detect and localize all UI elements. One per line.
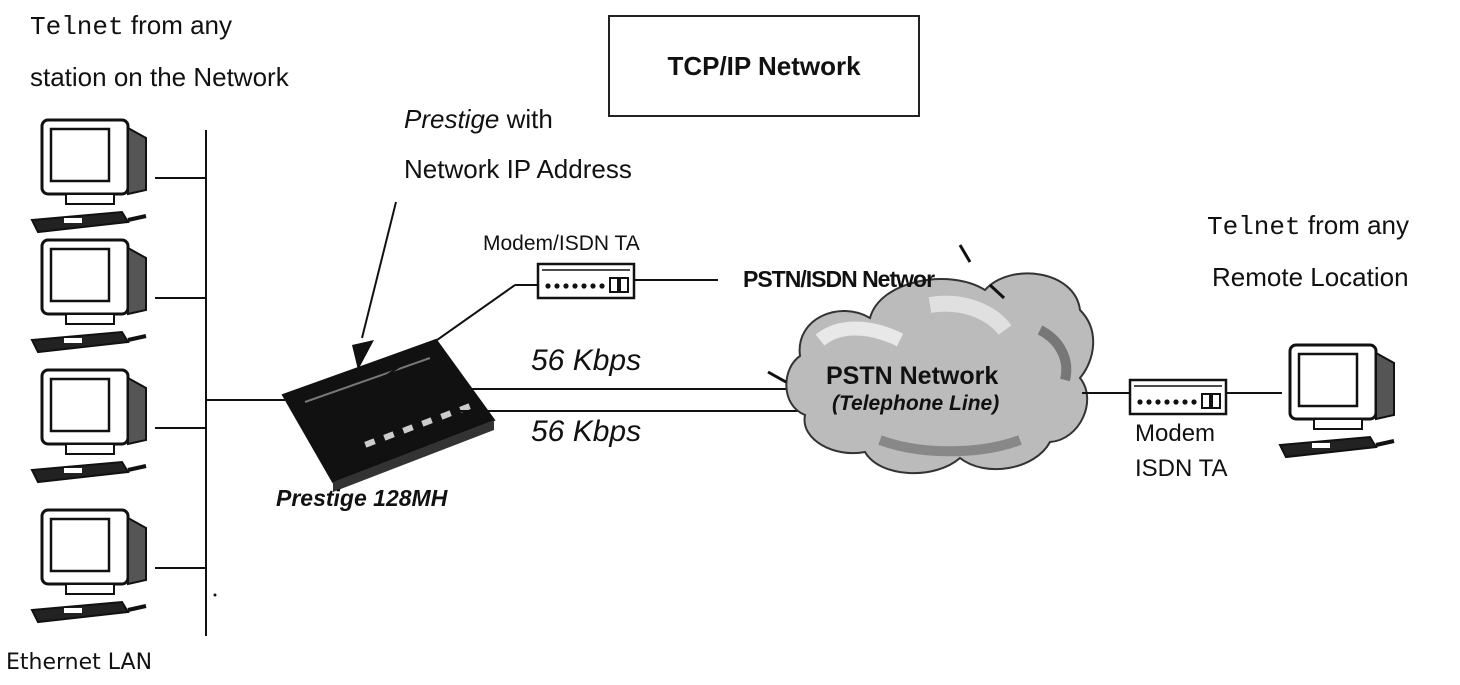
- diagram-title: TCP/IP Network: [667, 50, 861, 81]
- local-telnet-label: Telnet from any: [30, 10, 232, 42]
- remote-telnet-line2: Remote Location: [1212, 262, 1409, 292]
- remote-modem-label: Modem: [1135, 420, 1216, 447]
- lan-pc-3-icon: [30, 368, 148, 484]
- prestige-word: Prestige: [404, 104, 500, 134]
- lan-pc-4-icon: [30, 508, 148, 624]
- remote-telnet-keyword: Telnet: [1207, 212, 1301, 242]
- local-telnet-line2: station on the Network: [30, 62, 289, 92]
- router-icon: [281, 338, 496, 492]
- pstn-cloud-icon: [767, 244, 1095, 475]
- remote-pc-icon: [1278, 343, 1396, 459]
- prestige-note-line2: Network IP Address: [404, 154, 632, 184]
- pointer-arrow-icon: [361, 201, 397, 339]
- remote-telnet-rest: from any: [1300, 210, 1409, 240]
- pstn-network-label: PSTN Network: [826, 362, 999, 390]
- remote-telnet-label: Telnet from any: [1207, 210, 1409, 242]
- lan-label: Ethernet LAN: [6, 650, 153, 675]
- pstn-network-sub: (Telephone Line): [832, 392, 1000, 415]
- modem-isdn-ta-label: Modem/ISDN TA: [483, 232, 640, 255]
- lan-pc-2-icon: [30, 238, 148, 354]
- modem-icon: [536, 262, 636, 300]
- remote-modem-icon: [1128, 378, 1228, 416]
- router-label: Prestige 128MH: [276, 485, 448, 511]
- telnet-rest: from any: [123, 10, 232, 40]
- pstn-isdn-network-label: PSTN/ISDN Networ: [743, 266, 935, 292]
- prestige-rest: with: [499, 104, 553, 134]
- title-box: TCP/IP Network: [608, 15, 920, 117]
- router-to-modem-line: [375, 284, 516, 384]
- lan-pc-1-icon: [30, 118, 148, 234]
- link-speed-2: 56 Kbps: [531, 415, 642, 448]
- remote-modem-label2: ISDN TA: [1135, 455, 1228, 482]
- prestige-note: Prestige with: [404, 104, 553, 135]
- link-speed-1: 56 Kbps: [531, 344, 642, 377]
- telnet-keyword: Telnet: [30, 12, 124, 42]
